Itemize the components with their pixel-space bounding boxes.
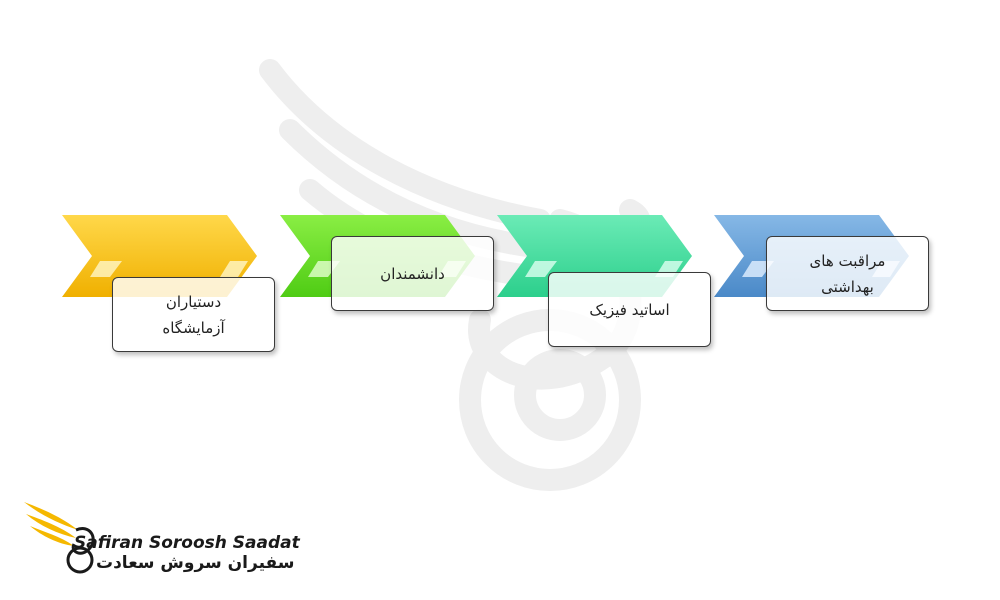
step-label-1: دستیاران آزمایشگاه	[112, 277, 275, 352]
step-label-2: دانشمندان	[331, 236, 494, 311]
brand-logo-icon	[24, 502, 95, 574]
step-label-3: اساتید فیزیک	[548, 272, 711, 347]
brand-name-en: Safiran Soroosh Saadat	[74, 533, 300, 553]
brand-name-fa: سفیران سروش سعادت	[96, 553, 295, 573]
step-label-4: مراقبت های بهداشتی	[766, 236, 929, 311]
chevron-step-1	[62, 215, 257, 297]
